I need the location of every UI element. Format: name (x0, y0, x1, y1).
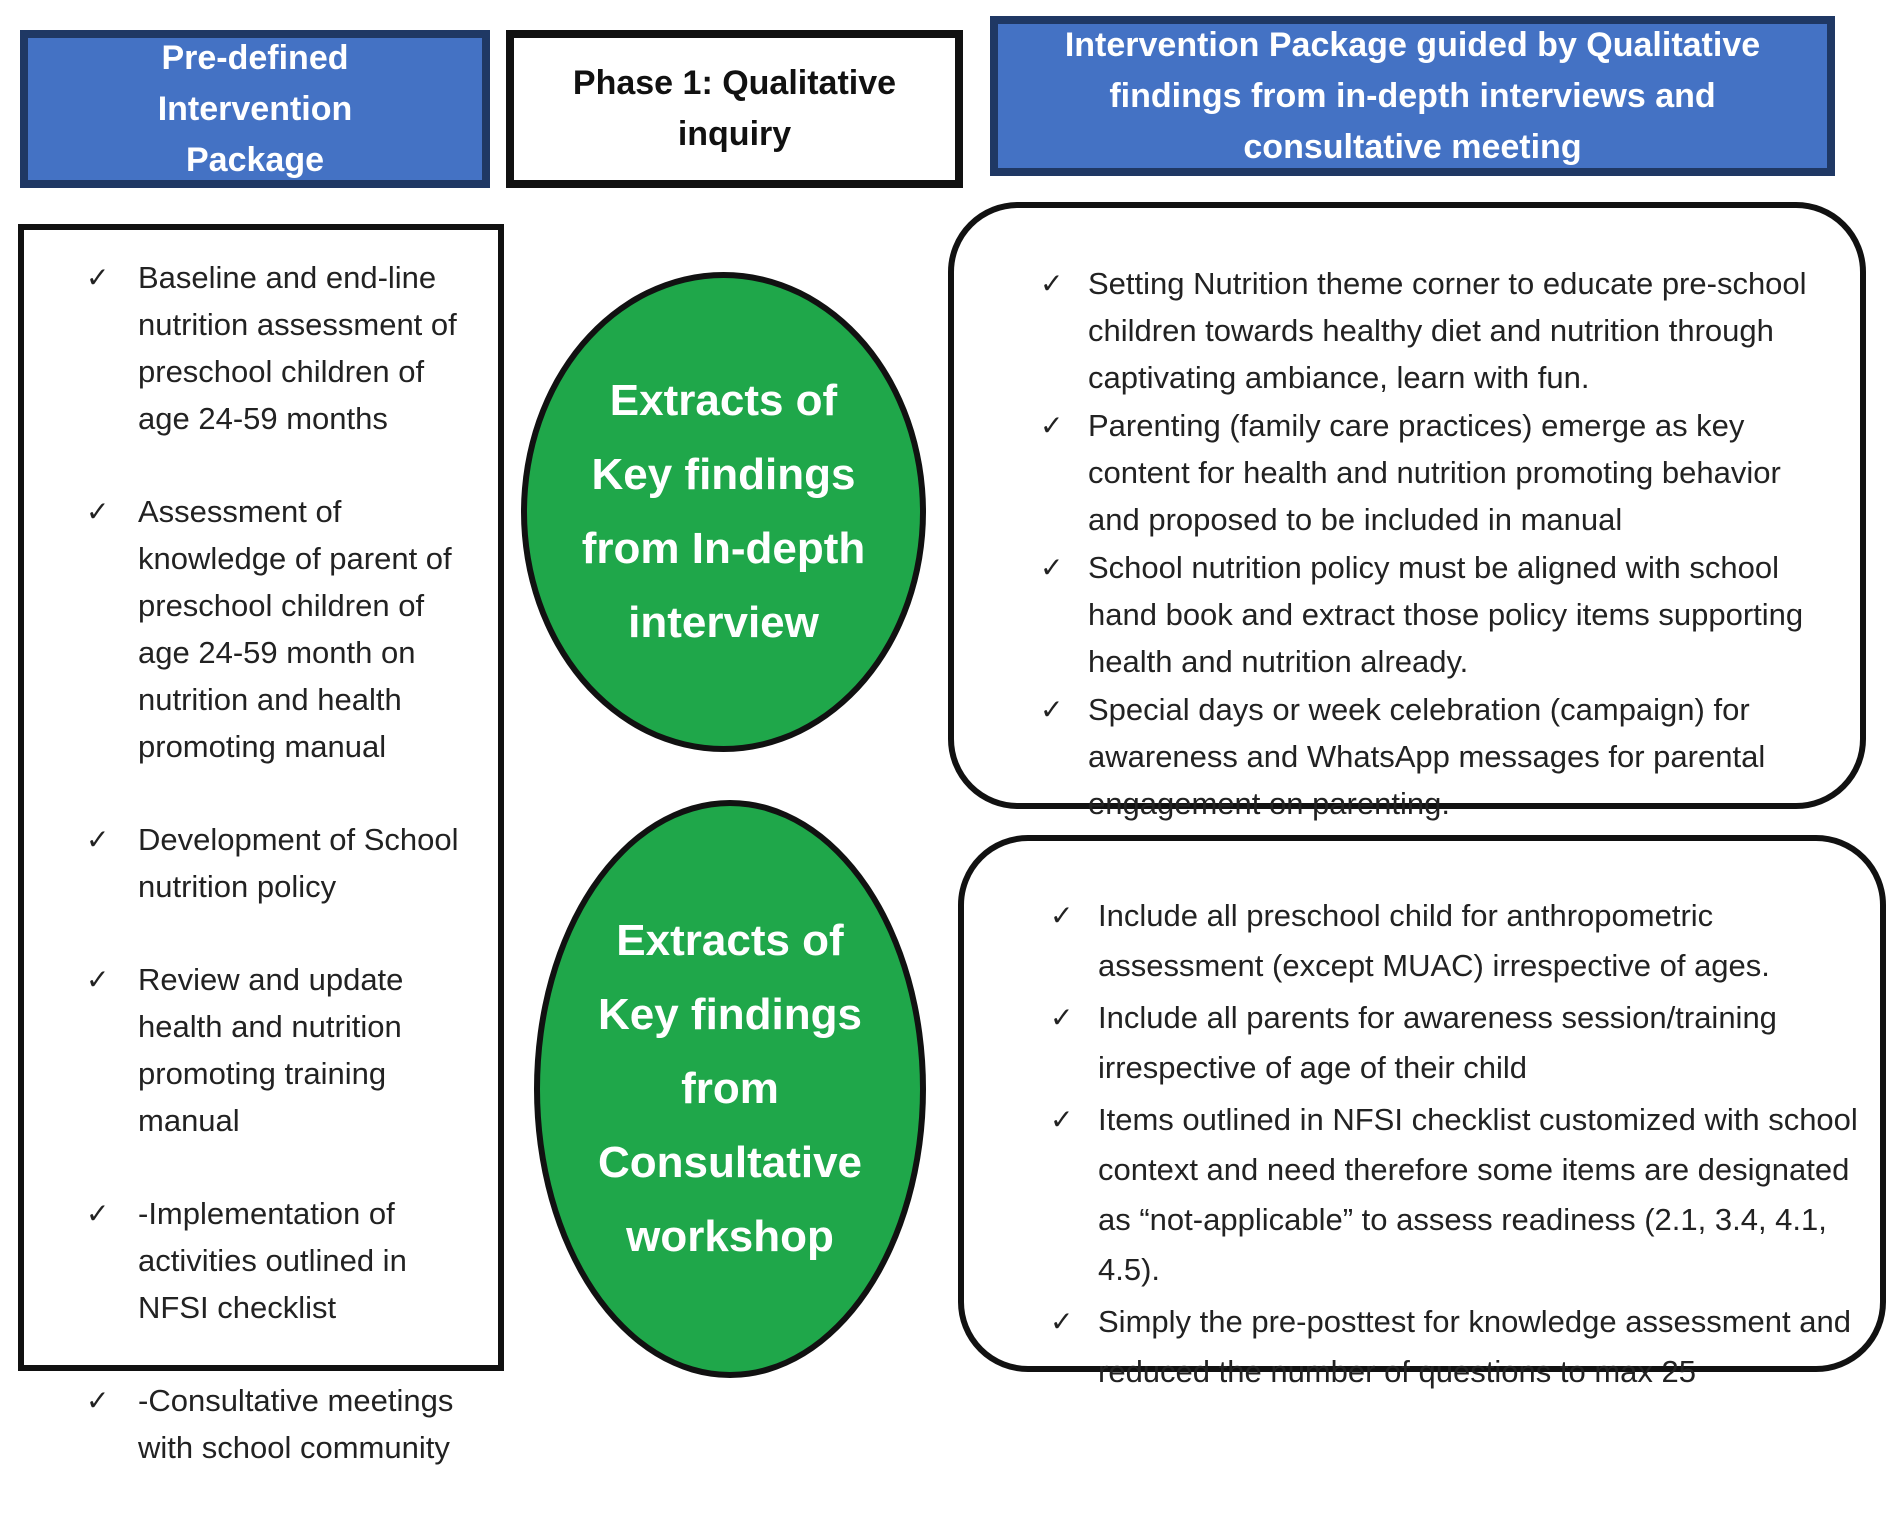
indepth-finding-item-text: Parenting (family care practices) emerge… (1088, 408, 1781, 537)
predefined-item-text: -Implementation of activities outlined i… (138, 1196, 407, 1325)
indepth-finding-item-text: Special days or week celebration (campai… (1088, 692, 1766, 821)
checkmark-icon: ✓ (1040, 410, 1064, 441)
predefined-item-text: Assessment of knowledge of parent of pre… (138, 494, 452, 764)
checkmark-icon: ✓ (1040, 694, 1064, 725)
predefined-item: ✓ -Consultative meetings with school comm… (24, 1377, 498, 1471)
consultative-findings-list: ✓ Include all preschool child for anthrop… (964, 891, 1880, 1399)
predefined-items-box: ✓ Baseline and end-line nutrition assessm… (18, 224, 504, 1465)
consultative-finding-item-text: Include all parents for awareness sessio… (1098, 1000, 1777, 1085)
indepth-finding-item: ✓ Setting Nutrition theme corner to educa… (954, 260, 1860, 401)
checkmark-icon: ✓ (1040, 268, 1064, 299)
consultative-finding-item-text: Include all preschool child for anthropo… (1098, 898, 1770, 983)
predefined-item-text: -Consultative meetings with school commu… (138, 1383, 454, 1465)
predefined-item: ✓ Assessment of knowledge of parent of pr… (24, 488, 498, 770)
consultative-finding-item-text: Simply the pre-posttest for knowledge as… (1098, 1304, 1851, 1389)
checkmark-icon: ✓ (86, 496, 110, 527)
consultative-finding-item: ✓ Items outlined in NFSI checklist custom… (964, 1095, 1880, 1295)
predefined-item: ✓ Baseline and end-line nutrition assessm… (24, 254, 498, 442)
ellipse-indepth-interview: Extracts of Key findings from In-depth i… (521, 272, 926, 752)
predefined-item: ✓ Development of School nutrition policy (24, 816, 498, 910)
predefined-item-text: Review and update health and nutrition p… (138, 962, 404, 1138)
consultative-findings-box: ✓ Include all preschool child for anthrop… (958, 835, 1886, 1389)
indepth-finding-item: ✓ School nutrition policy must be aligned… (954, 544, 1860, 685)
checkmark-icon: ✓ (86, 964, 110, 995)
checkmark-icon: ✓ (1050, 900, 1074, 931)
indepth-findings-box: ✓ Setting Nutrition theme corner to educa… (948, 202, 1866, 821)
checkmark-icon: ✓ (86, 1198, 110, 1229)
indepth-finding-item: ✓ Special days or week celebration (campa… (954, 686, 1860, 827)
ellipse-consultative-workshop: Extracts of Key findings from Consultati… (534, 800, 926, 1378)
consultative-finding-item: ✓ Include all parents for awareness sessi… (964, 993, 1880, 1093)
predefined-item-text: Development of School nutrition policy (138, 822, 459, 904)
consultative-finding-item: ✓ Include all preschool child for anthrop… (964, 891, 1880, 991)
predefined-items-list: ✓ Baseline and end-line nutrition assessm… (24, 254, 498, 1517)
indepth-finding-item: ✓ Parenting (family care practices) emerg… (954, 402, 1860, 543)
header-predefined-package: Pre-defined Intervention Package (20, 30, 490, 188)
checkmark-icon: ✓ (1040, 552, 1064, 583)
predefined-item: ✓ -Implementation of activities outlined … (24, 1190, 498, 1331)
checkmark-icon: ✓ (86, 824, 110, 855)
header-guided-package: Intervention Package guided by Qualitati… (990, 16, 1835, 176)
consultative-finding-item-text: Items outlined in NFSI checklist customi… (1098, 1102, 1858, 1287)
header-phase1-label: Phase 1: Qualitative inquiry (572, 64, 897, 153)
header-phase1: Phase 1: Qualitative inquiry (506, 30, 963, 188)
consultative-finding-item: ✓ Simply the pre-posttest for knowledge a… (964, 1297, 1880, 1397)
checkmark-icon: ✓ (1050, 1306, 1074, 1337)
ellipse-indepth-label: Extracts of Key findings from In-depth i… (581, 376, 866, 647)
predefined-item: ✓ Review and update health and nutrition … (24, 956, 498, 1144)
indepth-finding-item-text: School nutrition policy must be aligned … (1088, 550, 1804, 679)
indepth-findings-list: ✓ Setting Nutrition theme corner to educa… (954, 260, 1860, 828)
header-predefined-label: Pre-defined Intervention Package (157, 38, 353, 179)
checkmark-icon: ✓ (86, 1385, 110, 1416)
predefined-item-text: Baseline and end-line nutrition assessme… (138, 260, 457, 436)
checkmark-icon: ✓ (86, 262, 110, 293)
checkmark-icon: ✓ (1050, 1002, 1074, 1033)
ellipse-consultative-label: Extracts of Key findings from Consultati… (597, 916, 863, 1261)
header-guided-label: Intervention Package guided by Qualitati… (1064, 25, 1761, 166)
indepth-finding-item-text: Setting Nutrition theme corner to educat… (1088, 266, 1807, 395)
checkmark-icon: ✓ (1050, 1104, 1074, 1135)
